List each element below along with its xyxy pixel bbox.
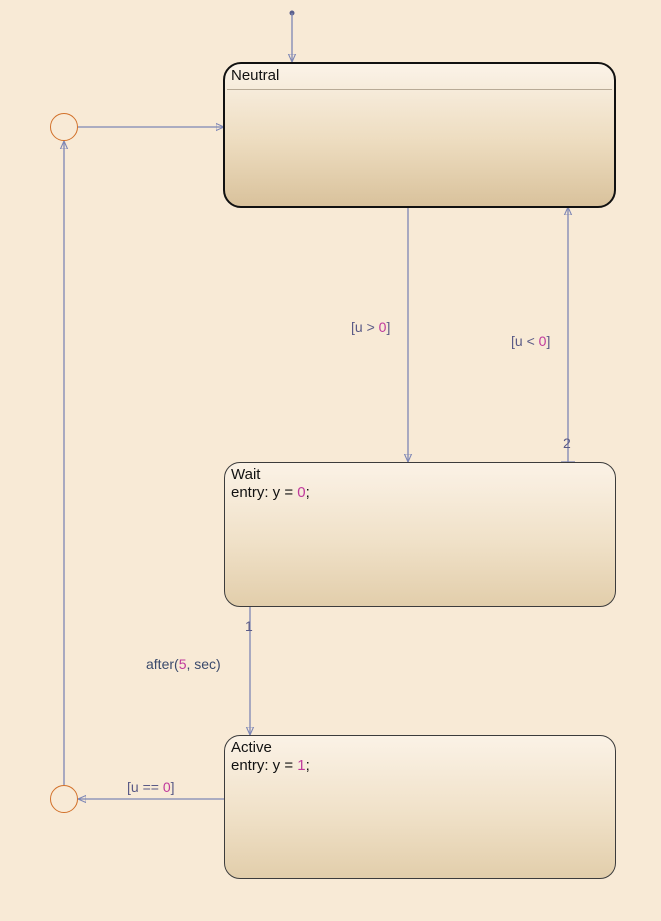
- state-wait-name: Wait: [231, 466, 261, 483]
- label-after-5-sec[interactable]: after(5, sec): [146, 656, 221, 672]
- label-u-equals-zero[interactable]: [u == 0]: [127, 779, 175, 795]
- state-wait[interactable]: Wait entry: y = 0;: [224, 462, 616, 607]
- state-wait-entry: entry: y = 0;: [231, 484, 310, 501]
- state-active-entry: entry: y = 1;: [231, 757, 310, 774]
- state-active-name: Active: [231, 739, 272, 756]
- label-u-greater-zero[interactable]: [u > 0]: [351, 319, 391, 335]
- bottom-junction[interactable]: [50, 785, 78, 813]
- state-active[interactable]: Active entry: y = 1;: [224, 735, 616, 879]
- state-neutral[interactable]: Neutral: [223, 62, 616, 208]
- order-label-1: 1: [245, 618, 253, 634]
- label-u-less-zero[interactable]: [u < 0]: [511, 333, 551, 349]
- order-label-2: 2: [563, 435, 571, 451]
- top-junction[interactable]: [50, 113, 78, 141]
- state-neutral-divider: [227, 89, 612, 90]
- state-neutral-name: Neutral: [231, 67, 280, 84]
